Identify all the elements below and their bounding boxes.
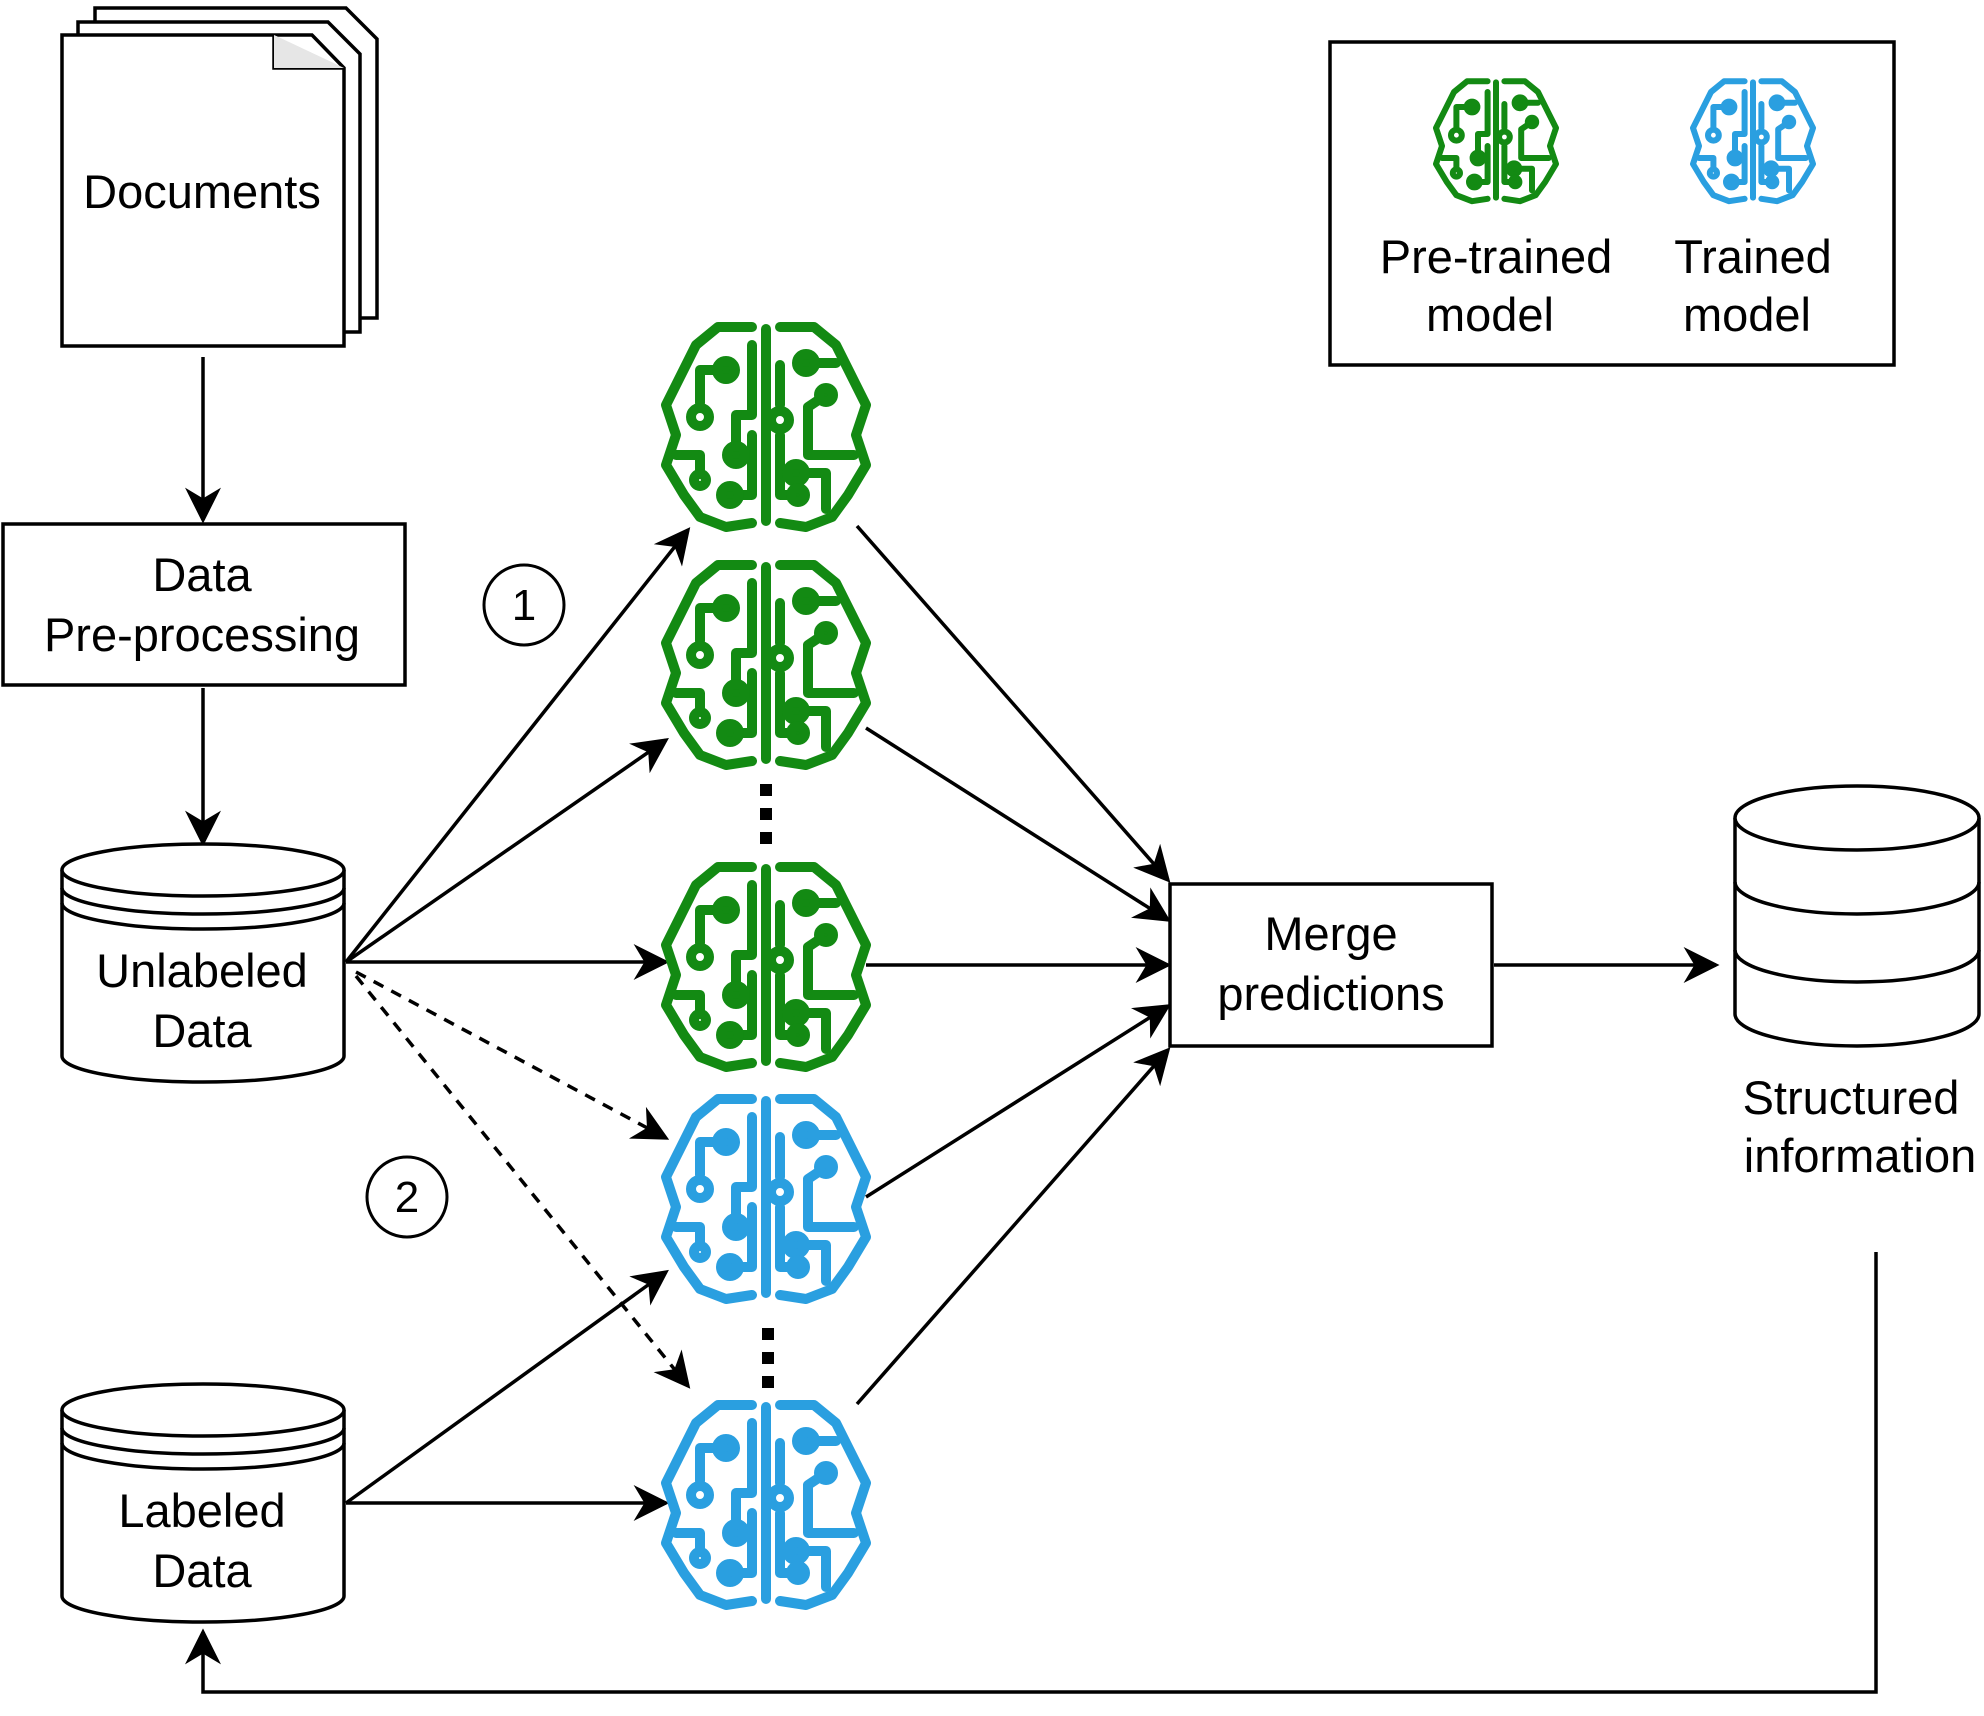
unlabeled-data-label-line1: Unlabeled — [96, 944, 308, 997]
merge-label-line1: Merge — [1264, 907, 1397, 960]
structured-information-label-line2: information — [1744, 1129, 1977, 1182]
preprocessing-label-line1: Data — [152, 548, 252, 601]
step-1-marker: 1 — [482, 563, 566, 647]
documents-label: Documents — [83, 165, 321, 218]
labeled-data-label-line1: Labeled — [118, 1484, 285, 1537]
trained-ellipsis — [762, 1328, 774, 1388]
structured-information-node: Structured information — [1733, 784, 1981, 1182]
edge-unlabeled-trained-2 — [354, 974, 691, 1389]
trained-model-1-icon — [666, 1099, 866, 1299]
legend: Pre-trained model Trained model — [1328, 40, 1896, 367]
step-1-label: 1 — [512, 581, 536, 630]
edge-pretrained-2-merge — [865, 726, 1172, 922]
pretrained-ellipsis — [760, 784, 772, 844]
pretrained-model-1-icon — [666, 327, 866, 527]
edge-unlabeled-trained-1 — [355, 970, 670, 1140]
preprocessing-node: Data Pre-processing — [1, 522, 407, 687]
edge-structured-labeled-feedback — [185, 1252, 1878, 1694]
merge-label-line2: predictions — [1217, 967, 1444, 1020]
edge-trained-1-merge — [865, 1004, 1172, 1199]
legend-pretrained-label-line2: model — [1426, 288, 1554, 341]
labeled-data-node: Labeled Data — [60, 1382, 346, 1624]
edge-labeled-trained-1 — [344, 1269, 669, 1505]
step-2-marker: 2 — [365, 1155, 449, 1239]
edge-trained-2-merge — [855, 1047, 1171, 1406]
legend-trained-label-line2: model — [1683, 288, 1811, 341]
legend-trained-label-line1: Trained — [1674, 230, 1832, 283]
labeled-data-label-line2: Data — [152, 1544, 252, 1597]
unlabeled-data-node: Unlabeled Data — [60, 842, 346, 1084]
trained-model-2-icon — [666, 1405, 866, 1605]
unlabeled-data-label-line2: Data — [152, 1004, 252, 1057]
edge-unlabeled-pretrained-1 — [344, 527, 691, 964]
preprocessing-label-line2: Pre-processing — [44, 608, 360, 661]
step-2-label: 2 — [395, 1173, 419, 1222]
edge-pretrained-1-merge — [855, 524, 1171, 883]
pretrained-model-2-icon — [666, 565, 866, 765]
documents-node: Documents — [60, 6, 379, 348]
merge-predictions-node: Merge predictions — [1168, 882, 1494, 1048]
structured-information-label-line1: Structured — [1743, 1071, 1960, 1124]
edge-unlabeled-pretrained-2 — [345, 737, 669, 964]
pretrained-model-3-icon — [666, 867, 866, 1067]
legend-pretrained-label-line1: Pre-trained — [1380, 230, 1613, 283]
